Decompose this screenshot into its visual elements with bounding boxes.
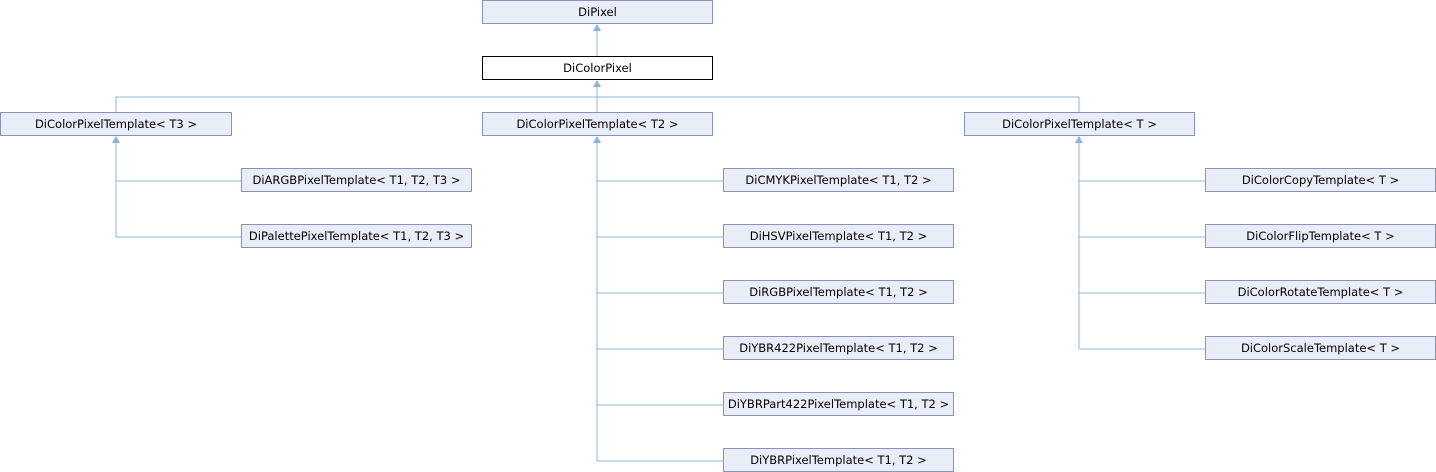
- node-label: DiColorPixelTemplate< T >: [1002, 117, 1157, 131]
- node-ybr[interactable]: DiYBRPixelTemplate< T1, T2 >: [723, 448, 954, 472]
- node-label: DiCMYKPixelTemplate< T1, T2 >: [745, 173, 931, 187]
- node-label: DiHSVPixelTemplate< T1, T2 >: [750, 229, 928, 243]
- arrow-head-t2: [593, 136, 601, 143]
- node-box: [723, 224, 954, 248]
- node-box-current: [482, 56, 713, 80]
- node-rotate[interactable]: DiColorRotateTemplate< T >: [1205, 280, 1436, 304]
- node-box: [482, 0, 713, 24]
- node-rgb[interactable]: DiRGBPixelTemplate< T1, T2 >: [723, 280, 954, 304]
- node-cmyk[interactable]: DiCMYKPixelTemplate< T1, T2 >: [723, 168, 954, 192]
- node-label: DiYBR422PixelTemplate< T1, T2 >: [739, 341, 938, 355]
- node-box: [723, 392, 954, 416]
- node-template-t3[interactable]: DiColorPixelTemplate< T3 >: [0, 112, 232, 136]
- node-label: DiYBRPixelTemplate< T1, T2 >: [750, 453, 927, 467]
- arrow-head-t3: [112, 136, 120, 143]
- node-label: DiColorFlipTemplate< T >: [1246, 229, 1394, 243]
- edges: [112, 24, 1205, 462]
- node-ybr422[interactable]: DiYBR422PixelTemplate< T1, T2 >: [723, 336, 954, 360]
- node-dicolorpixel: DiColorPixel: [482, 56, 713, 80]
- node-label: DiColorPixel: [563, 61, 632, 75]
- node-box: [241, 168, 472, 192]
- node-template-t[interactable]: DiColorPixelTemplate< T >: [964, 112, 1195, 136]
- node-box: [723, 280, 954, 304]
- node-label: DiColorPixelTemplate< T2 >: [516, 117, 678, 131]
- node-label: DiARGBPixelTemplate< T1, T2, T3 >: [252, 173, 460, 187]
- node-box: [723, 336, 954, 360]
- node-label: DiPalettePixelTemplate< T1, T2, T3 >: [249, 229, 464, 243]
- node-label: DiYBRPart422PixelTemplate< T1, T2 >: [728, 397, 949, 411]
- arrow-head-t: [1075, 136, 1083, 143]
- node-label: DiRGBPixelTemplate< T1, T2 >: [749, 285, 928, 299]
- arrow-head-dicolorpixel: [593, 80, 601, 87]
- node-scale[interactable]: DiColorScaleTemplate< T >: [1205, 336, 1436, 360]
- node-label: DiColorCopyTemplate< T >: [1242, 173, 1399, 187]
- node-template-t2[interactable]: DiColorPixelTemplate< T2 >: [482, 112, 713, 136]
- node-flip[interactable]: DiColorFlipTemplate< T >: [1205, 224, 1436, 248]
- node-dipixel[interactable]: DiPixel: [482, 0, 713, 24]
- node-label: DiColorRotateTemplate< T >: [1238, 285, 1404, 299]
- node-palette[interactable]: DiPalettePixelTemplate< T1, T2, T3 >: [241, 224, 472, 248]
- node-copy[interactable]: DiColorCopyTemplate< T >: [1205, 168, 1436, 192]
- node-label: DiColorPixelTemplate< T3 >: [35, 117, 197, 131]
- node-box: [241, 224, 472, 248]
- node-label: DiColorScaleTemplate< T >: [1241, 341, 1400, 355]
- node-label: DiPixel: [578, 5, 617, 19]
- node-box: [0, 112, 232, 136]
- node-box: [482, 112, 713, 136]
- node-box: [723, 168, 954, 192]
- node-argb[interactable]: DiARGBPixelTemplate< T1, T2, T3 >: [241, 168, 472, 192]
- node-hsv[interactable]: DiHSVPixelTemplate< T1, T2 >: [723, 224, 954, 248]
- arrow-head-dipixel: [593, 24, 601, 31]
- node-ybrpart422[interactable]: DiYBRPart422PixelTemplate< T1, T2 >: [723, 392, 954, 416]
- node-box: [964, 112, 1195, 136]
